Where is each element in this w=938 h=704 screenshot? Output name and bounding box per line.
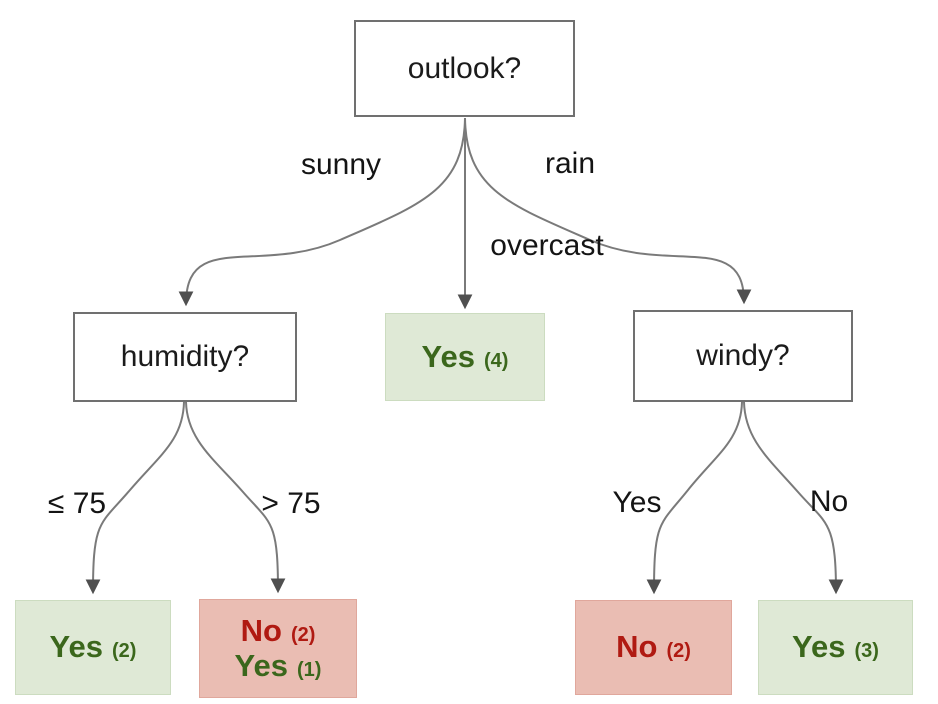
edge-humidity-le75 bbox=[85, 401, 185, 595]
edge-label-sunny: sunny bbox=[300, 148, 382, 181]
edge-label-rain: rain bbox=[544, 147, 596, 180]
node-outlook: outlook? bbox=[354, 20, 575, 117]
leaf-count: (4) bbox=[484, 349, 509, 372]
edge-windy-yes bbox=[646, 401, 743, 595]
leaf-line: Yes (4) bbox=[421, 338, 509, 374]
leaf-line: Yes (2) bbox=[50, 631, 137, 664]
leaf-verdict: Yes bbox=[421, 338, 475, 374]
node-windy-label: windy? bbox=[696, 339, 790, 372]
leaf-verdict: No bbox=[616, 629, 658, 665]
leaf-count: (3) bbox=[854, 640, 879, 663]
edge-windy-no bbox=[743, 401, 844, 595]
edge-outlook-rain bbox=[464, 117, 752, 305]
leaf-line: No (2) bbox=[616, 631, 691, 664]
node-windy: windy? bbox=[633, 310, 853, 402]
leaf-verdict: Yes bbox=[234, 647, 288, 683]
node-humidity: humidity? bbox=[73, 312, 297, 402]
node-humidity-label: humidity? bbox=[120, 340, 250, 373]
node-outlook-label: outlook? bbox=[407, 51, 522, 85]
edge-label-gt75: > 75 bbox=[261, 487, 321, 520]
edge-label-windy-yes: Yes bbox=[612, 486, 662, 519]
leaf-humidity-le75-yes: Yes (2) bbox=[15, 600, 171, 695]
leaf-windy-no-yes: Yes (3) bbox=[758, 600, 913, 695]
leaf-verdict: Yes bbox=[49, 629, 103, 665]
edge-label-overcast: overcast bbox=[490, 229, 604, 262]
leaf-windy-yes-no: No (2) bbox=[575, 600, 732, 695]
leaf-count: (2) bbox=[112, 640, 137, 663]
leaf-count: (1) bbox=[297, 658, 322, 681]
edge-label-le75: ≤ 75 bbox=[47, 487, 107, 520]
leaf-overcast-yes: Yes (4) bbox=[385, 313, 545, 401]
leaf-verdict: No bbox=[240, 612, 282, 648]
edge-label-windy-no: No bbox=[809, 485, 849, 518]
leaf-humidity-gt75-mixed: No (2) Yes (1) bbox=[199, 599, 357, 698]
edge-outlook-sunny bbox=[178, 117, 466, 307]
leaf-line: Yes (1) bbox=[234, 647, 322, 683]
edge-humidity-gt75 bbox=[185, 401, 286, 594]
leaf-count: (2) bbox=[666, 640, 691, 663]
leaf-line: Yes (3) bbox=[792, 631, 879, 664]
leaf-count: (2) bbox=[290, 623, 316, 646]
leaf-line: No (2) bbox=[240, 612, 316, 648]
leaf-verdict: Yes bbox=[792, 629, 846, 665]
